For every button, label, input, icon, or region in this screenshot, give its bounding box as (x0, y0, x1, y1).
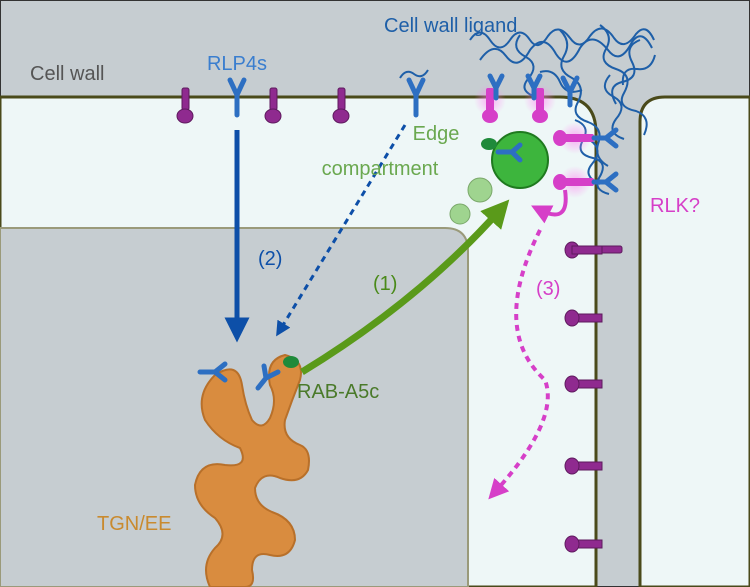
rlp4-receptor (487, 73, 505, 101)
rlk-receptor (176, 87, 194, 124)
rlk-receptor (564, 535, 603, 553)
label-rlp4s: RLP4s (207, 53, 267, 75)
label-edge-line2: compartment (322, 158, 439, 180)
label-step-3: (3) (536, 278, 560, 300)
arrow-step-1 (300, 199, 510, 375)
rlk-receptor (564, 309, 603, 327)
rlk-receptor (564, 375, 603, 393)
arrow-dashed-blue (276, 124, 407, 337)
rlk-receptor (564, 241, 623, 259)
tgn-rlp4-receptors (197, 361, 281, 391)
edge-compartment (449, 131, 549, 225)
rlk-receptor (264, 87, 282, 124)
rlp4-receptor (560, 75, 580, 108)
label-cell-wall: Cell wall (30, 63, 104, 85)
rlp4-receptor (227, 77, 247, 118)
rlp4-receptor (591, 171, 619, 193)
rlk-receptors-wall (176, 87, 623, 553)
tgn-ee-organelle (193, 353, 310, 587)
label-step-1: (1) (373, 273, 397, 295)
rlp4-receptor (525, 73, 543, 101)
rab-a5c-marker (283, 356, 299, 368)
right-cell (638, 95, 750, 587)
label-cell-wall-ligand: Cell wall ligand (384, 15, 517, 37)
arrow-step-3 (488, 229, 550, 500)
rlk-receptor (564, 457, 603, 475)
label-rab-a5c: RAB-A5c (297, 381, 379, 403)
cell-wall-ligand-network (399, 24, 656, 195)
arrow-step-3-curve (531, 189, 568, 224)
label-edge-line1: Edge (413, 123, 460, 145)
rlk-receptor (332, 87, 350, 124)
rlp4-receptor (406, 77, 426, 118)
label-rlk: RLK? (650, 195, 700, 217)
label-tgn-ee: TGN/EE (97, 513, 171, 535)
label-step-2: (2) (258, 248, 282, 270)
rlp4-receptors (227, 73, 619, 193)
rlp4-receptor (591, 127, 619, 149)
